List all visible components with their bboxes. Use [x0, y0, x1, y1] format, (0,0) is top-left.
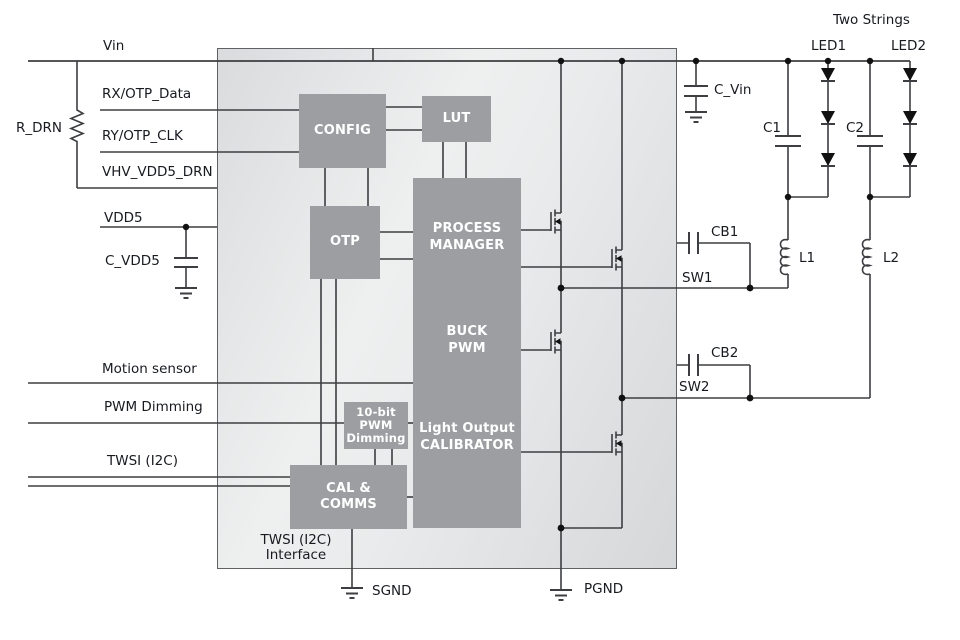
- mosfet-gate-wires: [521, 229, 612, 453]
- pwm-dimming-10bit-block: 10-bit PWM Dimming: [344, 402, 408, 449]
- config-label: CONFIG: [313, 122, 372, 138]
- sgnd-ground: [341, 529, 363, 599]
- ry-otp-clk-label: RY/OTP_CLK: [102, 128, 183, 144]
- process-manager-label: PROCESS MANAGER: [429, 221, 505, 253]
- pin-wires-left: [28, 109, 413, 487]
- c1-label: C1: [763, 120, 782, 136]
- l2-label: L2: [883, 250, 900, 266]
- otp-block: OTP: [310, 206, 380, 279]
- sw1-net: [561, 232, 789, 289]
- pgnd-label: PGND: [584, 581, 624, 597]
- lut-label: LUT: [442, 110, 471, 126]
- led-string-1: [821, 61, 835, 197]
- pgnd-ground: [550, 589, 572, 601]
- power-switch-chains: [560, 61, 623, 590]
- c-vin-label: C_Vin: [714, 82, 752, 98]
- r-drn-label: R_DRN: [16, 120, 63, 136]
- l1-label: L1: [799, 250, 816, 266]
- inductor-l1: [779, 197, 791, 276]
- capacitor-c1: [775, 61, 801, 197]
- mosfet-m4: [611, 431, 623, 456]
- inductor-l2: [861, 197, 873, 276]
- capacitor-c-vdd5: [174, 227, 198, 299]
- twsi-label: TWSI (I2C): [107, 453, 178, 469]
- internal-block-links: [320, 106, 467, 498]
- mosfet-m3: [550, 329, 562, 354]
- mosfet-m1: [550, 209, 562, 234]
- rx-otp-data-label: RX/OTP_Data: [102, 86, 192, 102]
- lut-block: LUT: [422, 96, 491, 142]
- capacitor-c2: [857, 61, 883, 197]
- vdd5-label: VDD5: [104, 210, 143, 226]
- sw1-label: SW1: [682, 270, 713, 286]
- led-string-2: [903, 61, 917, 197]
- vhv-vdd5-drn-label: VHV_VDD5_DRN: [102, 164, 213, 180]
- buck-pwm-label: BUCK PWM: [446, 324, 488, 356]
- two-strings-label: Two Strings: [833, 12, 910, 28]
- cal-comms-block: CAL & COMMS: [290, 465, 407, 529]
- mosfet-m2: [611, 246, 623, 271]
- junction-dots: [182, 57, 874, 532]
- capacitor-c-vin: [684, 61, 708, 123]
- light-output-calibrator-label: Light Output CALIBRATOR: [419, 421, 515, 453]
- twsi-interface-label: TWSI (I2C) Interface: [260, 532, 332, 563]
- pwm-dimming-label: PWM Dimming: [104, 399, 203, 415]
- vin-rail: [28, 48, 910, 62]
- c-vdd5-label: C_VDD5: [105, 253, 160, 269]
- resistor-r-drn: [68, 61, 86, 188]
- motion-sensor-label: Motion sensor: [102, 361, 197, 377]
- config-block: CONFIG: [299, 94, 386, 168]
- vin-label: Vin: [103, 38, 125, 54]
- cb2-label: CB2: [711, 345, 739, 361]
- sw2-net: [622, 274, 871, 399]
- led1-label: LED1: [811, 38, 847, 54]
- main-engine-block: PROCESS MANAGER BUCK PWM Light Output CA…: [413, 178, 521, 528]
- sgnd-label: SGND: [372, 583, 412, 599]
- sw2-label: SW2: [679, 379, 710, 395]
- led2-label: LED2: [891, 38, 927, 54]
- c2-label: C2: [846, 120, 865, 136]
- cb1-label: CB1: [711, 224, 739, 240]
- otp-label: OTP: [329, 234, 361, 250]
